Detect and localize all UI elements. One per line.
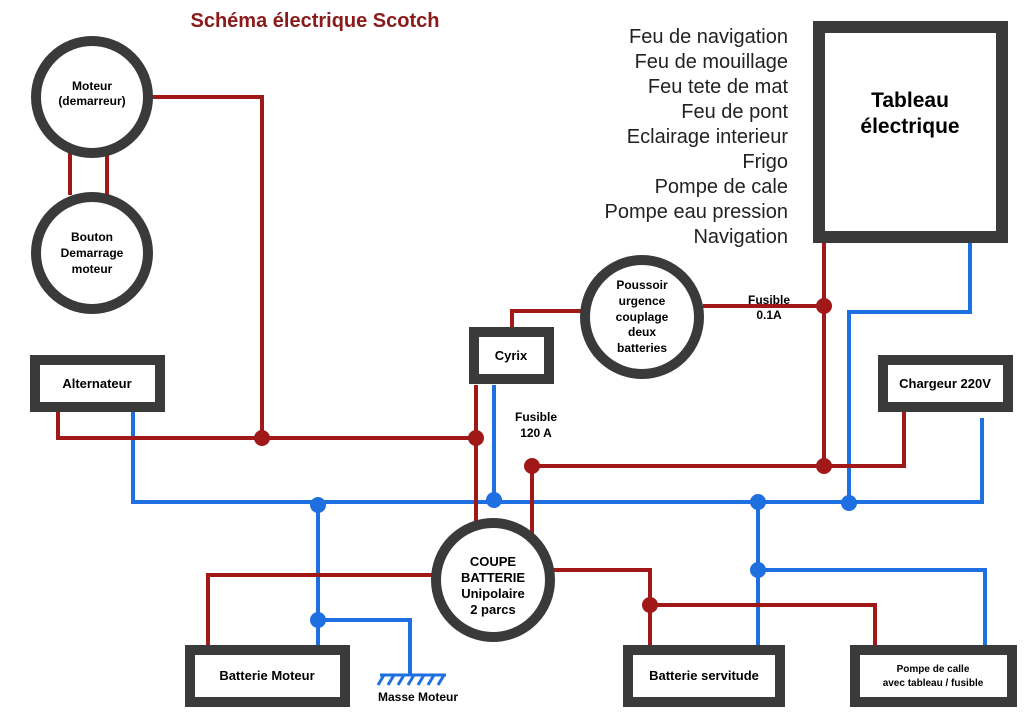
pompe-de-calle: Pompe de calle avec tableau / fusible xyxy=(850,645,1017,707)
junction-dot xyxy=(816,458,832,474)
bouton-label-line: moteur xyxy=(72,262,113,276)
bouton-label-line: Bouton xyxy=(71,230,113,244)
neg-wire-tableau xyxy=(847,243,972,502)
bouton-label-line: Demarrage xyxy=(61,246,124,260)
coupe-label-line: COUPE xyxy=(470,554,517,569)
diagram-title: Schéma électrique Scotch xyxy=(191,10,440,32)
tableau-label-line: électrique xyxy=(860,115,959,138)
junction-dot xyxy=(310,612,326,628)
junction-dot xyxy=(750,494,766,510)
fusible-small-label-line: Fusible xyxy=(748,293,790,307)
chargeur-220v: Chargeur 220V xyxy=(878,355,1013,412)
junction-dot xyxy=(524,458,540,474)
junction-dot xyxy=(816,298,832,314)
fusible-large-label-line: 120 A xyxy=(520,426,552,440)
poussoir-label-line: urgence xyxy=(619,294,666,308)
junction-dot xyxy=(254,430,270,446)
moteur-demarreur: Moteur (demarreur) xyxy=(31,36,153,158)
panel-list-item: Eclairage interieur xyxy=(627,126,789,148)
pos-wire-coupe-batterie-servitude xyxy=(553,568,652,645)
chargeur-label: Chargeur 220V xyxy=(899,376,991,391)
poussoir-label-line: Poussoir xyxy=(616,278,668,292)
pompe-label-line: avec tableau / fusible xyxy=(883,678,984,689)
alternateur: Alternateur xyxy=(30,355,165,412)
cyrix: Cyrix xyxy=(469,327,554,384)
masse-moteur-label: Masse Moteur xyxy=(378,690,458,704)
batterie-servitude: Batterie servitude xyxy=(623,645,785,707)
junction-dot xyxy=(750,562,766,578)
coupe-label-line: 2 parcs xyxy=(470,602,516,617)
junction-dot xyxy=(468,430,484,446)
pos-wire-coupe-batterie-moteur xyxy=(206,573,440,645)
moteur-label-line: Moteur xyxy=(72,79,112,93)
panel-list-item: Feu de pont xyxy=(681,101,788,123)
ground-icon xyxy=(376,673,446,686)
panel-list-item: Feu de navigation xyxy=(629,26,788,48)
pos-wire-cyrix-poussoir xyxy=(510,309,583,328)
panel-circuit-list: Feu de navigation Feu de mouillage Feu t… xyxy=(605,26,789,248)
cyrix-label: Cyrix xyxy=(495,348,528,363)
panel-list-item: Frigo xyxy=(742,151,788,173)
panel-list-item: Feu tete de mat xyxy=(648,76,789,98)
poussoir-label-line: couplage xyxy=(616,310,669,324)
coupe-batterie: COUPE BATTERIE Unipolaire 2 parcs xyxy=(431,518,555,642)
fusible-large-label-line: Fusible xyxy=(515,410,557,424)
pos-wire-moteur xyxy=(152,95,264,438)
batterie-moteur-label: Batterie Moteur xyxy=(219,668,314,683)
pos-wire-alternateur xyxy=(56,412,476,440)
neg-wire-masse xyxy=(318,618,412,674)
pos-wire-pompe xyxy=(650,603,877,645)
tableau-label-line: Tableau xyxy=(871,89,949,112)
moteur-label-line: (demarreur) xyxy=(58,94,125,108)
positive-wires xyxy=(56,95,906,645)
junctions xyxy=(254,298,857,628)
panel-list-item: Pompe eau pression xyxy=(605,201,788,223)
neg-wire-pompe xyxy=(758,568,987,645)
poussoir-label-line: batteries xyxy=(617,341,667,355)
poussoir-label-line: deux xyxy=(628,325,656,339)
coupe-label-line: Unipolaire xyxy=(461,586,525,601)
tableau-electrique: Tableau électrique xyxy=(813,21,1008,243)
junction-dot xyxy=(841,495,857,511)
junction-dot xyxy=(310,497,326,513)
batterie-moteur: Batterie Moteur xyxy=(185,645,350,707)
panel-list-item: Navigation xyxy=(693,226,788,248)
panel-list-item: Feu de mouillage xyxy=(635,51,788,73)
batterie-servitude-label: Batterie servitude xyxy=(649,668,759,683)
poussoir-urgence: Poussoir urgence couplage deux batteries xyxy=(580,255,704,379)
coupe-label-line: BATTERIE xyxy=(461,570,525,585)
panel-list-item: Pompe de cale xyxy=(655,176,788,198)
bouton-demarrage-moteur: Bouton Demarrage moteur xyxy=(31,192,153,314)
alternateur-label: Alternateur xyxy=(62,376,131,391)
negative-bus xyxy=(131,412,984,504)
pos-wire-fusible-120 xyxy=(530,410,906,540)
junction-dot xyxy=(642,597,658,613)
junction-dot xyxy=(486,492,502,508)
pompe-label-line: Pompe de calle xyxy=(897,664,970,675)
fusible-small-label-line: 0.1A xyxy=(756,308,782,322)
